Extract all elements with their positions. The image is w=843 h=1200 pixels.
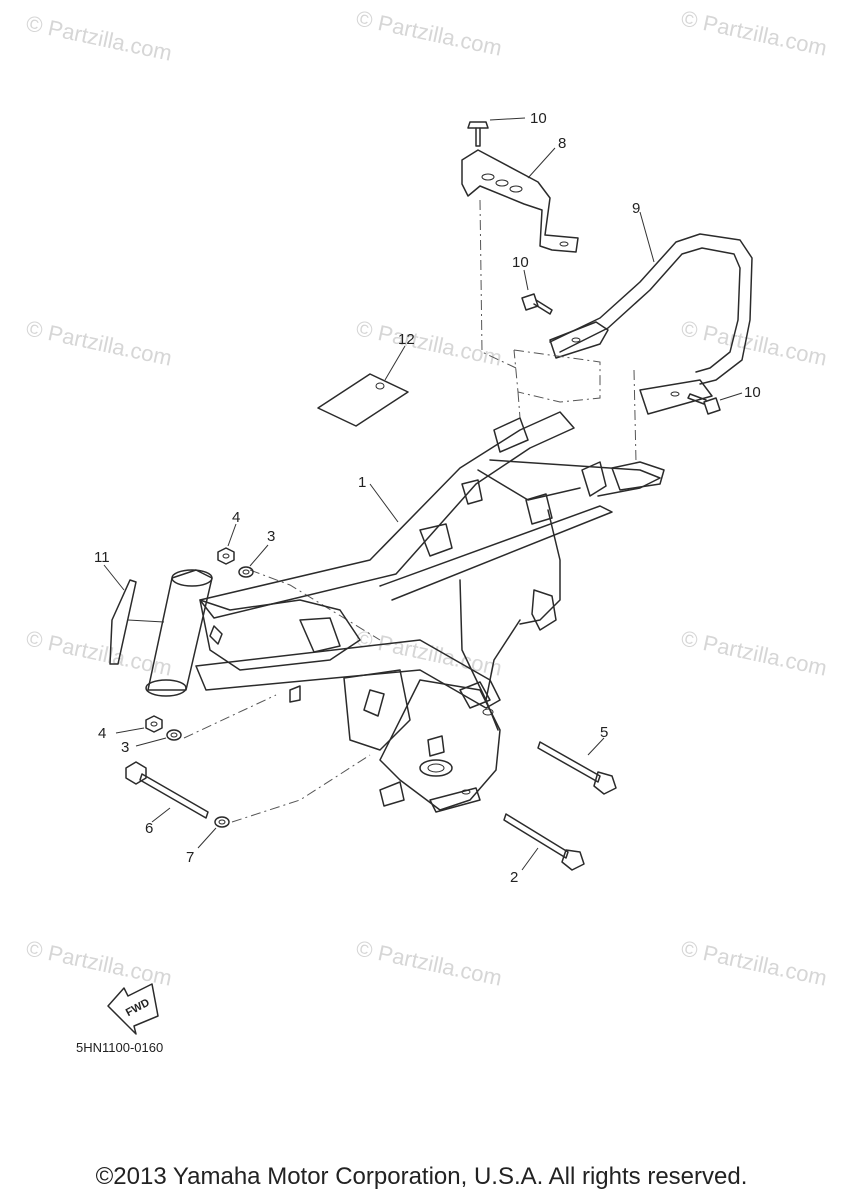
callout-10: 10	[530, 110, 547, 127]
watermark: © Partzilla.com	[24, 10, 174, 65]
callout-1: 1	[358, 474, 366, 491]
bolt-2	[503, 813, 585, 871]
callout-10: 10	[512, 254, 529, 271]
callout-3: 3	[267, 528, 275, 545]
watermark: © Partzilla.com	[679, 935, 829, 990]
watermarks: © Partzilla.com © Partzilla.com © Partzi…	[24, 5, 829, 990]
washer-3-lower	[135, 729, 182, 747]
callout-7: 7	[186, 849, 194, 866]
washer-3-upper	[238, 544, 269, 578]
callout-5: 5	[600, 724, 608, 741]
fwd-arrow-icon: FWD	[107, 983, 159, 1035]
callout-2: 2	[510, 869, 518, 886]
copyright-notice: ©2013 Yamaha Motor Corporation, U.S.A. A…	[95, 1163, 748, 1190]
diagram-code: 5HN1100-0160	[76, 1040, 163, 1055]
watermark: © Partzilla.com	[24, 935, 174, 990]
tape-11	[103, 564, 165, 665]
callout-4: 4	[98, 725, 106, 742]
bolt-6	[125, 761, 209, 823]
callout-9: 9	[632, 200, 640, 217]
fwd-label: FWD	[124, 997, 152, 1019]
callouts: 1 2 3 3 4 4 5 6 7 8 9 10 10 10 11 12	[94, 110, 761, 886]
bolt-5	[537, 737, 617, 795]
bolt-10-top	[467, 117, 526, 147]
watermark: © Partzilla.com	[679, 315, 829, 370]
label-12	[317, 345, 409, 427]
washer-7	[197, 816, 230, 849]
watermark: © Partzilla.com	[24, 315, 174, 370]
watermark: © Partzilla.com	[354, 5, 504, 60]
callout-11: 11	[94, 549, 110, 566]
callout-10: 10	[744, 384, 761, 401]
callout-8: 8	[558, 135, 566, 152]
watermark: © Partzilla.com	[679, 625, 829, 680]
watermark: © Partzilla.com	[354, 935, 504, 990]
watermark: © Partzilla.com	[354, 625, 504, 680]
callout-12: 12	[398, 331, 415, 348]
nut-4-lower	[115, 715, 163, 734]
nut-4-upper	[217, 523, 237, 565]
grab-handle-9	[549, 211, 753, 415]
bolt-10-mid	[521, 269, 553, 315]
alignment-lines	[183, 199, 637, 823]
callout-6: 6	[145, 820, 153, 837]
bracket-8	[461, 147, 579, 253]
callout-3: 3	[121, 739, 129, 756]
callout-4: 4	[232, 509, 240, 526]
frame-1	[145, 411, 665, 813]
bolt-10-right	[687, 392, 743, 415]
watermark: © Partzilla.com	[679, 5, 829, 60]
